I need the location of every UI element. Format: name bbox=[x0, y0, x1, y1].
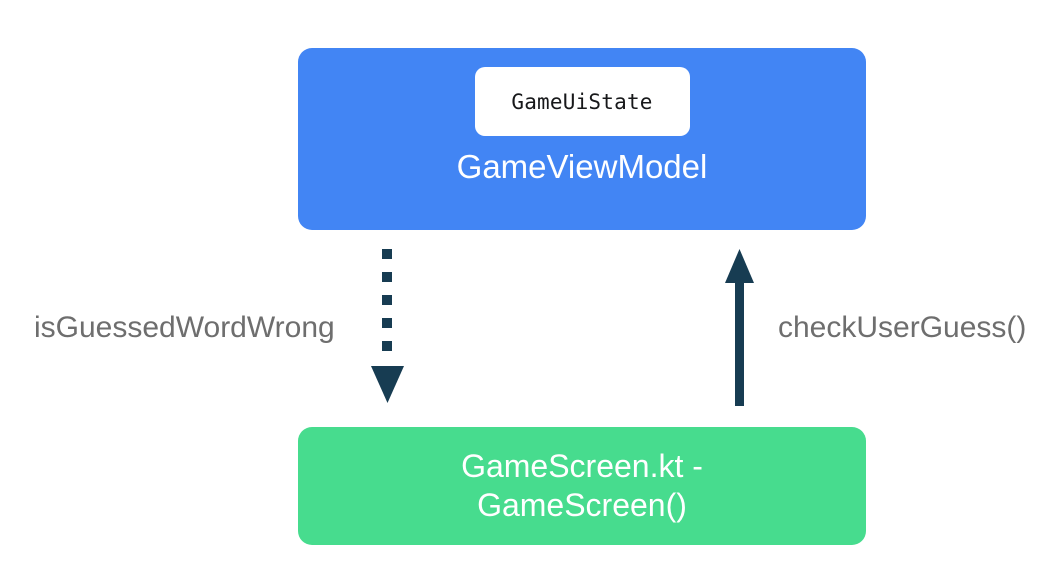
node-game-view-model: GameUiState GameViewModel bbox=[298, 48, 866, 230]
solid-up-arrow bbox=[725, 249, 754, 406]
game-view-model-title: GameViewModel bbox=[456, 148, 708, 185]
game-ui-state-label: GameUiState bbox=[511, 89, 653, 114]
node-game-screen: GameScreen.kt - GameScreen() bbox=[298, 427, 866, 545]
dotted-down-arrow bbox=[371, 249, 404, 403]
game-screen-title-line-1: GameScreen.kt - bbox=[461, 447, 703, 484]
edge-label-is-guessed-word-wrong: isGuessedWordWrong bbox=[34, 311, 335, 344]
game-ui-state-chip: GameUiState bbox=[474, 67, 690, 136]
game-screen-title: GameScreen.kt - GameScreen() bbox=[461, 447, 703, 525]
game-screen-title-line-2: GameScreen() bbox=[477, 487, 687, 523]
edge-label-check-user-guess: checkUserGuess() bbox=[778, 311, 1027, 344]
